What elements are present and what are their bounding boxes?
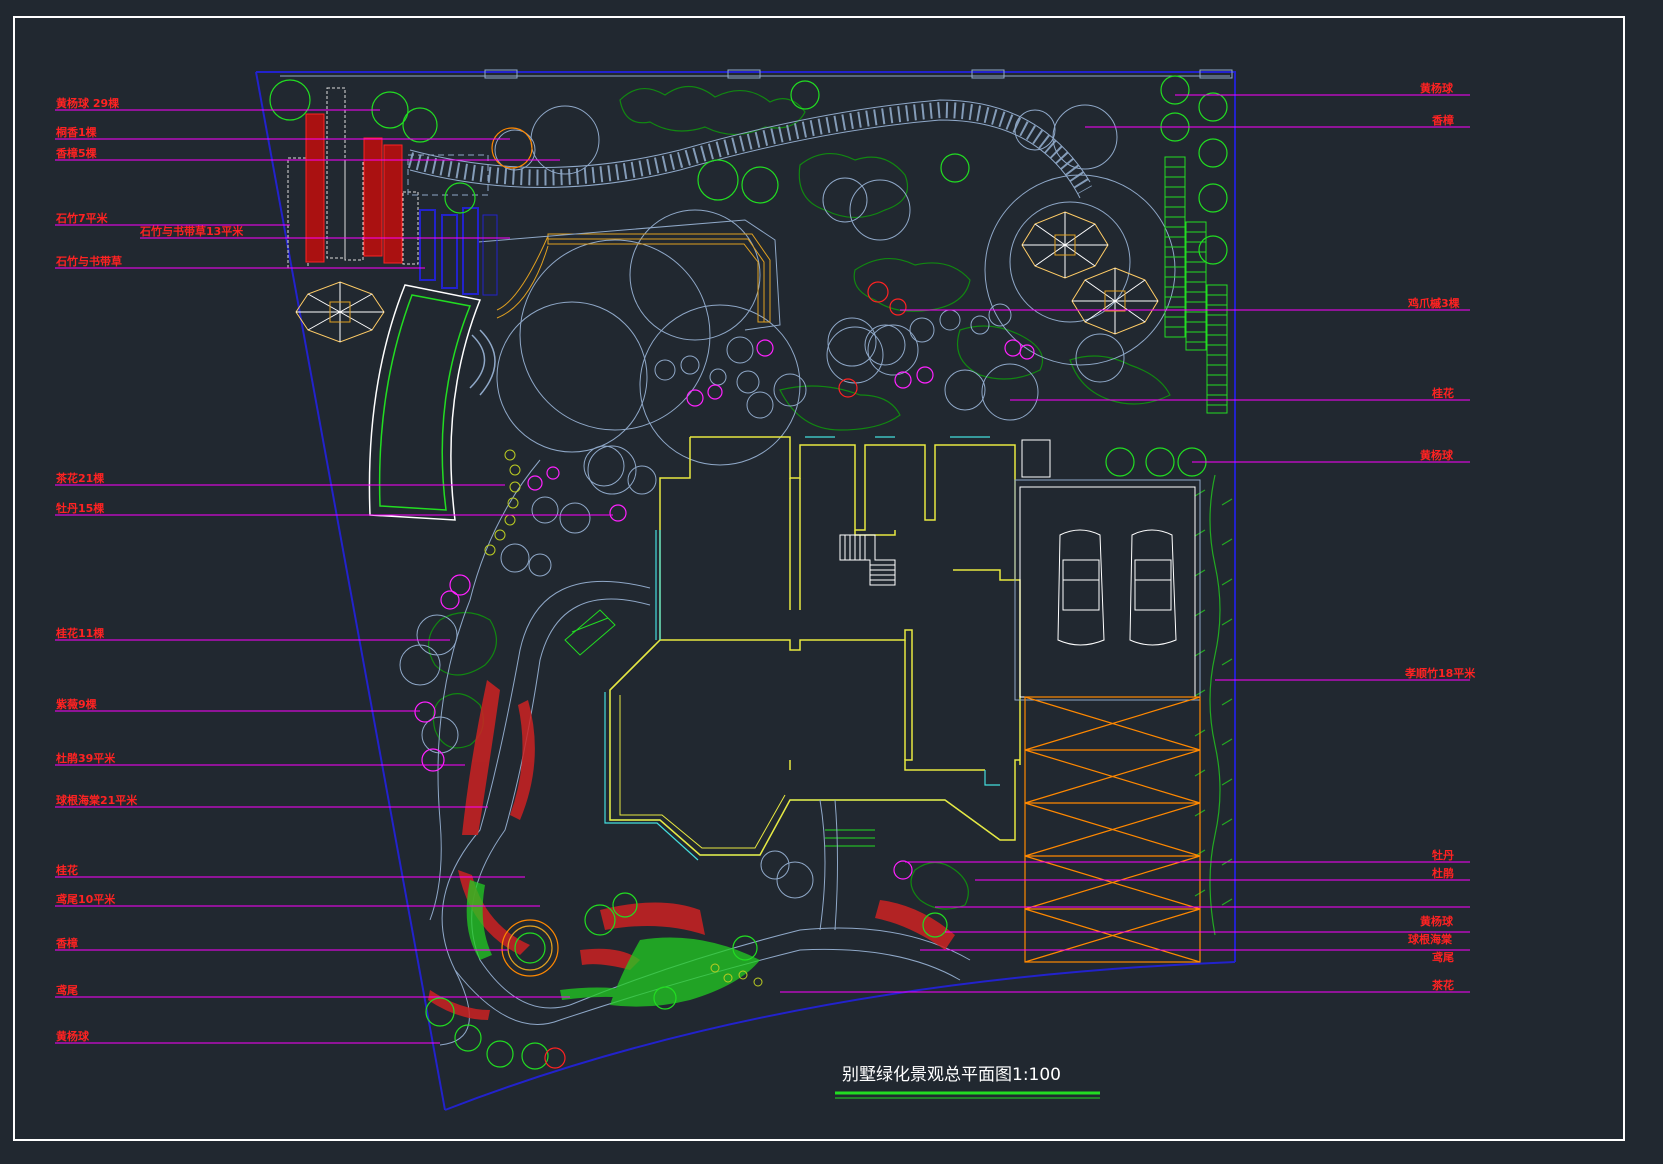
terrace-outline — [477, 219, 781, 331]
building-inner — [619, 695, 786, 849]
label-right: 茶花 — [1431, 978, 1454, 992]
label-right: 黄杨球 — [1420, 81, 1454, 95]
label-right: 黄杨球 — [1420, 914, 1454, 928]
red-camellias — [544, 281, 907, 1069]
label-right: 黄杨球 — [1420, 448, 1454, 462]
label-left: 石竹与书带草 — [55, 254, 122, 268]
label-left: 杜鹃39平米 — [56, 751, 116, 765]
curved-raised-bed — [368, 284, 496, 521]
right-hedge-strips — [1164, 156, 1228, 414]
label-left: 鸢尾10平米 — [56, 892, 116, 906]
drawing-title: 别墅绿化景观总平面图1:100 — [842, 1065, 1061, 1085]
villa-glazing — [604, 436, 1001, 861]
label-left: 桂花11棵 — [55, 626, 104, 640]
label-right: 孝顺竹18平米 — [1404, 666, 1476, 680]
label-left: 香樟 — [55, 936, 78, 950]
label-left: 牡丹15棵 — [56, 501, 104, 515]
brick-paving-strips — [287, 87, 498, 296]
plant-labels-left: 黄杨球 29棵 桐香1棵 香樟5棵 石竹7平米 石竹与书带草13平米 石竹与书带… — [55, 96, 244, 1043]
label-right: 鸡爪槭3棵 — [1407, 296, 1460, 310]
gazebo-right-1 — [1021, 211, 1109, 279]
label-left: 鸢尾 — [56, 983, 78, 997]
label-right: 桂花 — [1431, 386, 1454, 400]
site-boundary-south — [444, 961, 1236, 1111]
gate-post — [484, 69, 518, 79]
garage-area — [1014, 479, 1201, 701]
small-shrub-dots — [484, 449, 763, 987]
label-right: 球根海棠 — [1408, 932, 1453, 946]
label-left: 桂花 — [55, 863, 78, 877]
gate-post — [727, 69, 761, 79]
label-left: 黄杨球 — [56, 1029, 90, 1043]
label-right: 鸢尾 — [1432, 950, 1454, 964]
magenta-flowers — [414, 339, 1035, 880]
label-right: 牡丹 — [1432, 848, 1454, 862]
kitchen-fixture — [1021, 439, 1051, 478]
label-left: 紫薇9棵 — [56, 697, 97, 711]
staircase — [839, 534, 896, 586]
car-left — [1057, 529, 1105, 646]
upper-shrub-massing — [428, 85, 1171, 910]
villa-building — [659, 436, 1021, 771]
label-right: 香樟 — [1431, 113, 1454, 127]
stepping-stone-path — [407, 99, 1092, 199]
label-left: 香樟5棵 — [55, 146, 97, 160]
gate-post — [1199, 69, 1233, 79]
deciduous-trees — [399, 104, 1125, 899]
building-outline-loop — [609, 639, 1020, 856]
leader-lines-left — [55, 109, 613, 1044]
parking-pergola — [1024, 696, 1201, 963]
osmanthus-tree — [491, 127, 533, 169]
gazebo-left — [295, 281, 385, 343]
circular-fountain — [501, 919, 559, 977]
label-right: 杜鹃 — [1432, 866, 1454, 880]
site-boundary — [256, 71, 1236, 962]
entry-steps — [564, 609, 875, 847]
gate-post — [971, 69, 1005, 79]
gazebo-right-2 — [1071, 267, 1159, 335]
label-left: 桐香1棵 — [56, 125, 97, 139]
label-left: 黄杨球 29棵 — [56, 96, 119, 110]
label-left: 石竹与书带草13平米 — [139, 224, 244, 238]
site-boundary-west — [255, 71, 446, 1111]
drawing-frame — [13, 16, 1625, 1141]
green-shrub-balls — [269, 75, 1228, 1070]
car-right — [1129, 529, 1177, 646]
label-left: 茶花21棵 — [55, 471, 104, 485]
timber-deck — [496, 233, 771, 323]
label-left: 球根海棠21平米 — [56, 793, 138, 807]
leader-lines-right — [780, 94, 1470, 993]
label-left: 石竹7平米 — [55, 211, 109, 225]
paving-circles — [496, 174, 1176, 577]
plant-labels-right: 黄杨球 香樟 鸡爪槭3棵 桂花 黄杨球 孝顺竹18平米 牡丹 杜鹃 黄杨球 球根… — [1404, 81, 1476, 992]
green-flower-beds — [466, 880, 760, 1007]
